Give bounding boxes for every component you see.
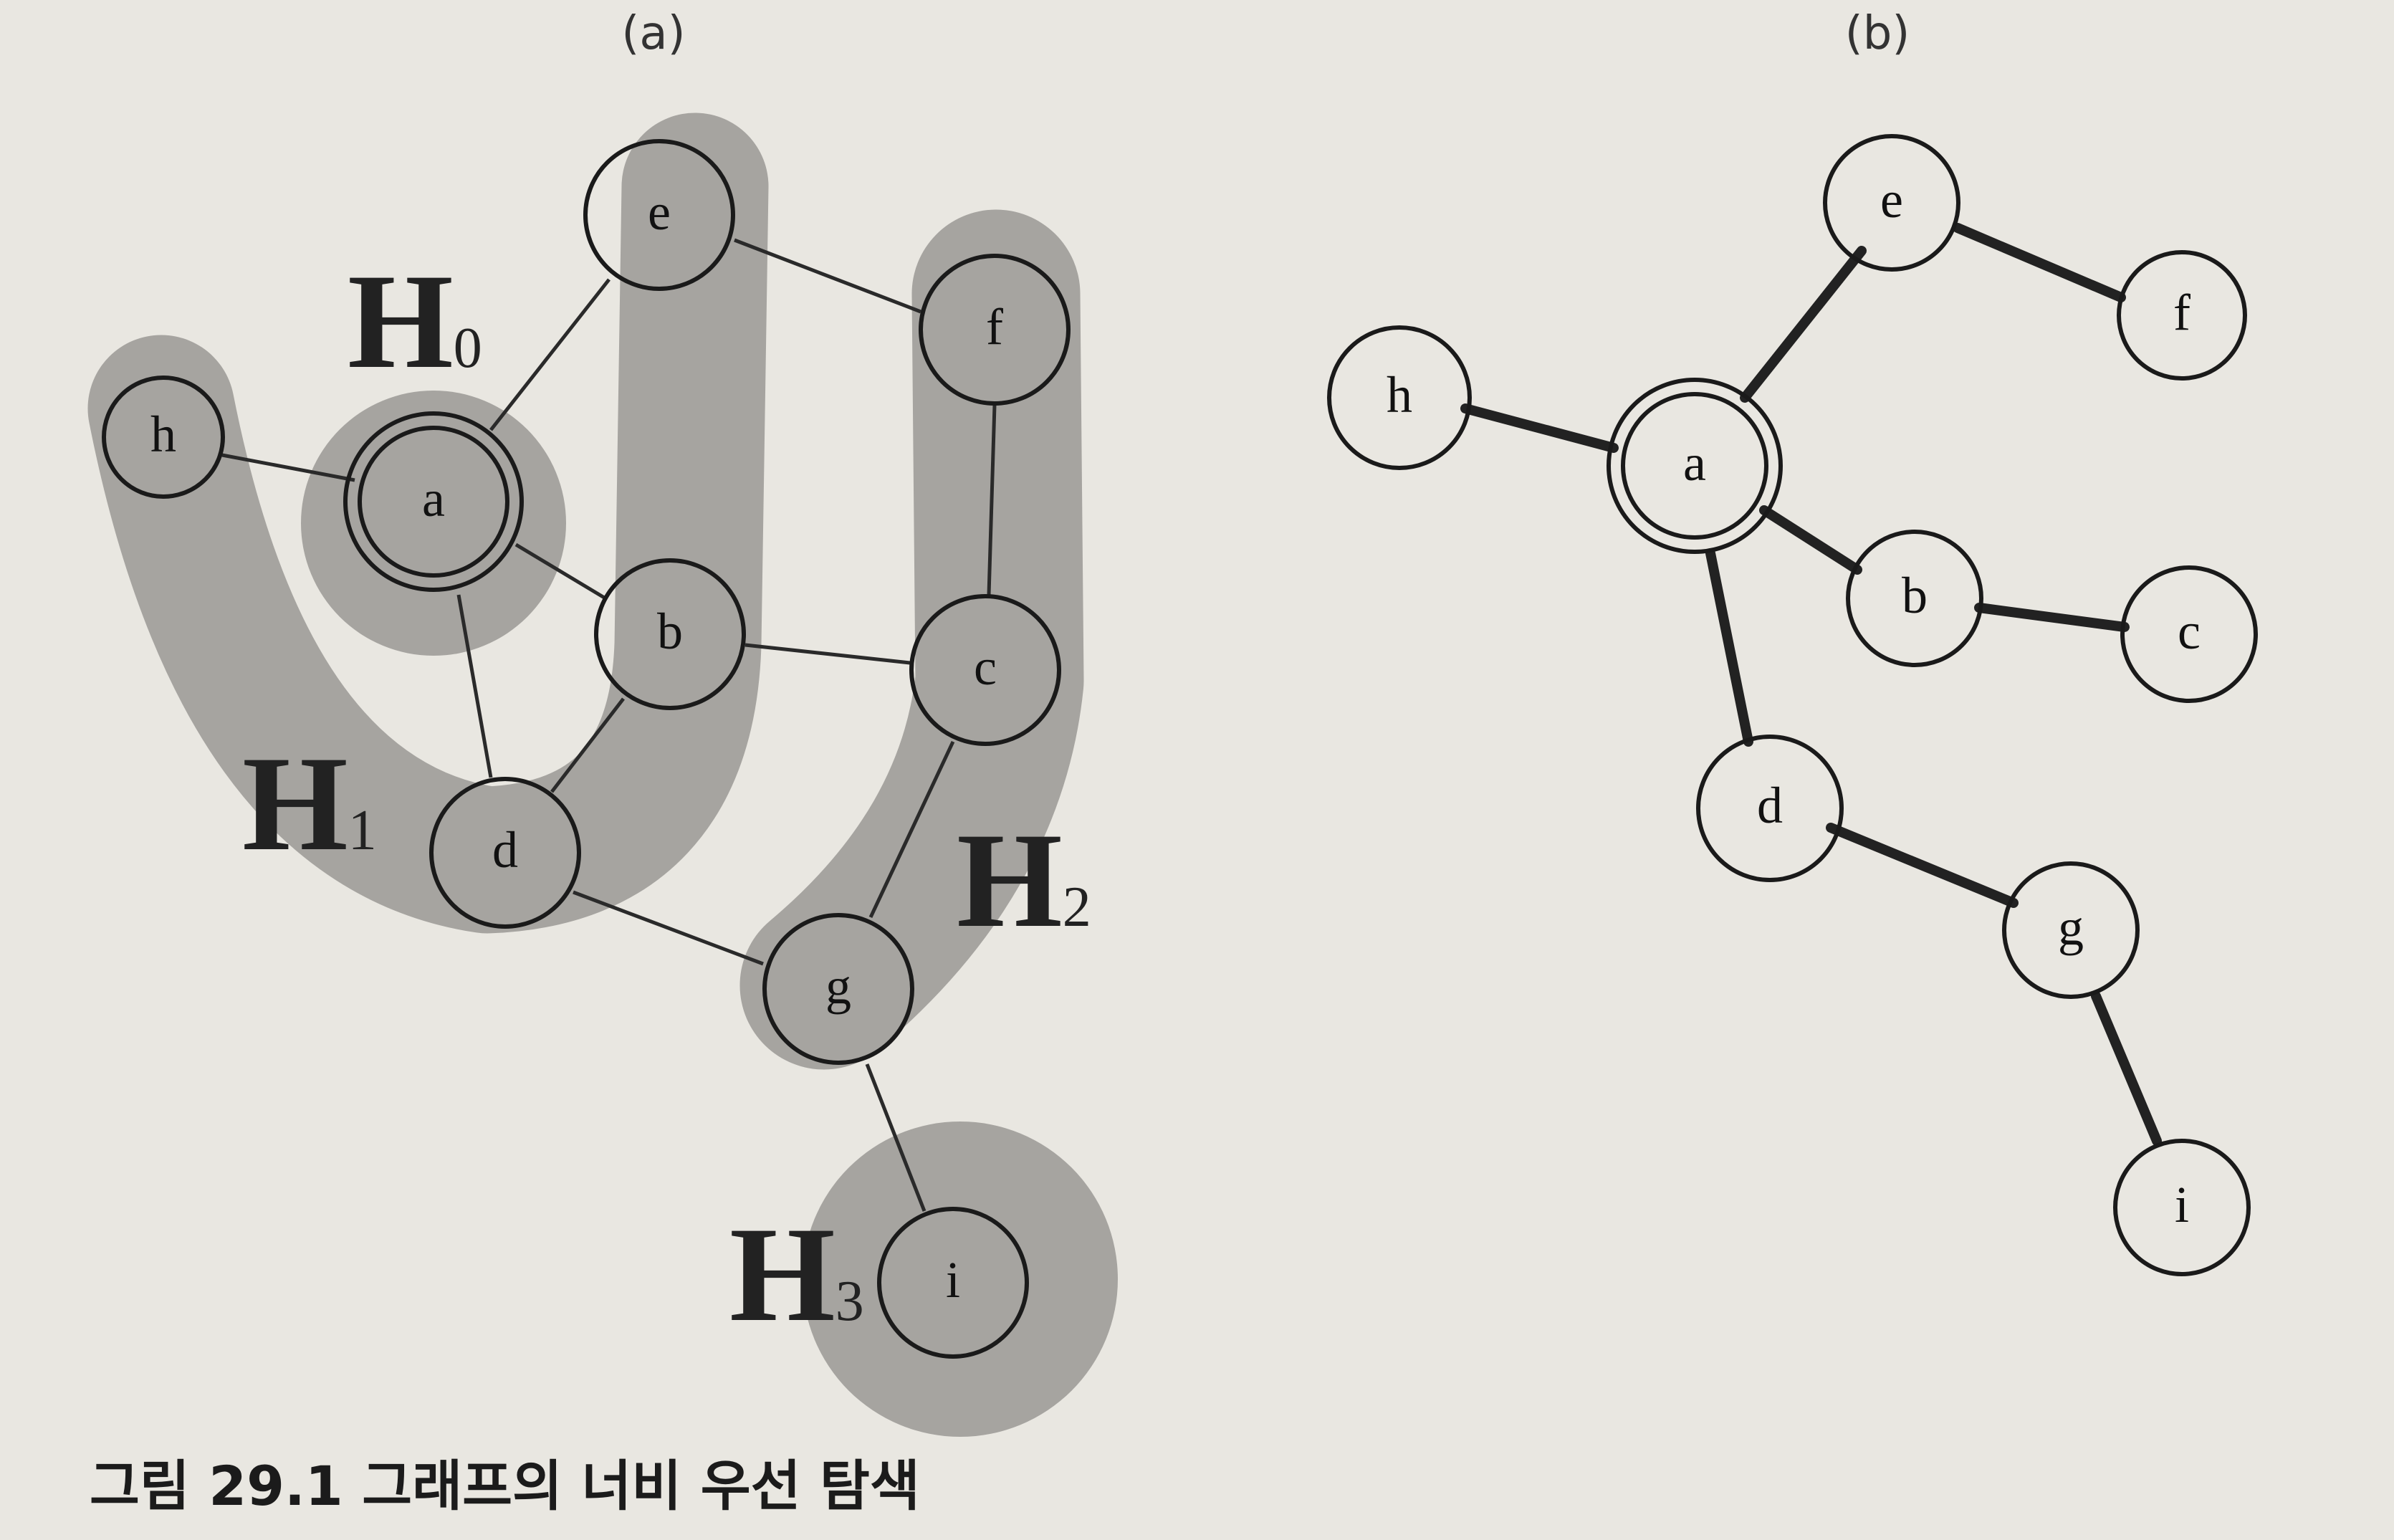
- figure-caption: 그림 29.1 그래프의 너비 우선 탐색: [90, 1454, 920, 1518]
- halo-h0: [301, 391, 566, 656]
- edge-a-b: [514, 542, 607, 601]
- edge-e-f: [734, 238, 921, 314]
- level-halos: [87, 113, 1118, 1437]
- tree-edge-a-d: [1705, 548, 1753, 747]
- halo-h3: [803, 1121, 1118, 1437]
- node-a-graph-b: a: [1607, 378, 1783, 554]
- panel-b-label: (b): [1845, 7, 1910, 60]
- node-e-graph-a: e: [583, 139, 735, 291]
- node-c-graph-b: c: [2120, 565, 2258, 703]
- node-f-graph-a: f: [919, 254, 1071, 406]
- edge-a-h: [221, 453, 355, 482]
- tree-edge-a-e: [1740, 246, 1867, 403]
- edge-a-d: [456, 594, 493, 778]
- level-labels: H0 H1 H2 H3: [242, 247, 1091, 1350]
- halo-h2: [739, 209, 1084, 1070]
- level-label-h1: H1: [242, 729, 377, 879]
- tree-edge-g-i: [2091, 991, 2162, 1146]
- node-g-graph-a: g: [762, 913, 914, 1065]
- edge-c-g: [868, 740, 955, 919]
- node-f-graph-b: f: [2117, 250, 2247, 381]
- svg-text:i: i: [2175, 1176, 2189, 1233]
- svg-text:e: e: [648, 183, 671, 241]
- graph-a-edges: [221, 238, 997, 1212]
- svg-text:d: d: [492, 821, 518, 879]
- graph-a-nodes: a b c d e f g h: [102, 139, 1071, 1359]
- svg-text:f: f: [2173, 284, 2190, 341]
- node-c-graph-a: c: [909, 594, 1061, 746]
- svg-text:g: g: [2058, 899, 2084, 956]
- edge-b-d: [550, 697, 625, 793]
- svg-text:b: b: [1902, 567, 1928, 624]
- node-i-graph-b: i: [2113, 1139, 2251, 1276]
- tree-edge-a-h: [1460, 403, 1619, 453]
- tree-edge-e-f: [1953, 223, 2126, 302]
- node-i-graph-a: i: [877, 1207, 1029, 1359]
- graph-b-edges: [1460, 223, 2162, 1146]
- tree-edge-a-b: [1759, 505, 1862, 575]
- svg-text:c: c: [2178, 603, 2201, 660]
- node-b-graph-a: b: [594, 558, 746, 710]
- level-label-h0: H0: [348, 247, 482, 397]
- svg-text:c: c: [974, 639, 997, 696]
- svg-text:b: b: [657, 603, 683, 660]
- edge-f-c: [987, 404, 997, 596]
- panel-a-label: (a): [621, 7, 685, 60]
- graph-b-nodes: a b c d e f g h: [1327, 134, 2258, 1276]
- svg-text:h: h: [150, 406, 176, 463]
- edge-a-e: [489, 278, 611, 431]
- node-h-graph-b: h: [1327, 325, 1472, 470]
- halo-h1: [87, 113, 769, 934]
- node-b-graph-b: b: [1846, 530, 1983, 667]
- node-d-graph-a: d: [429, 777, 581, 929]
- edge-g-i: [865, 1063, 927, 1212]
- node-g-graph-b: g: [2002, 861, 2140, 999]
- edge-b-c: [744, 643, 911, 665]
- node-d-graph-b: d: [1696, 735, 1844, 882]
- level-label-h2: H2: [957, 805, 1091, 956]
- svg-text:i: i: [946, 1251, 960, 1309]
- node-h-graph-a: h: [102, 376, 225, 499]
- svg-text:g: g: [825, 957, 851, 1015]
- svg-text:a: a: [422, 470, 445, 527]
- tree-edge-d-g: [1826, 823, 2019, 908]
- svg-text:f: f: [986, 298, 1003, 355]
- svg-text:d: d: [1757, 777, 1783, 834]
- level-label-h3: H3: [729, 1200, 864, 1350]
- tree-edge-b-c: [1974, 603, 2130, 632]
- svg-text:e: e: [1880, 171, 1903, 229]
- edge-d-g: [573, 890, 764, 966]
- node-a-graph-a: a: [343, 411, 524, 592]
- node-e-graph-b: e: [1823, 134, 1960, 272]
- svg-text:a: a: [1683, 434, 1706, 492]
- svg-text:h: h: [1387, 366, 1412, 424]
